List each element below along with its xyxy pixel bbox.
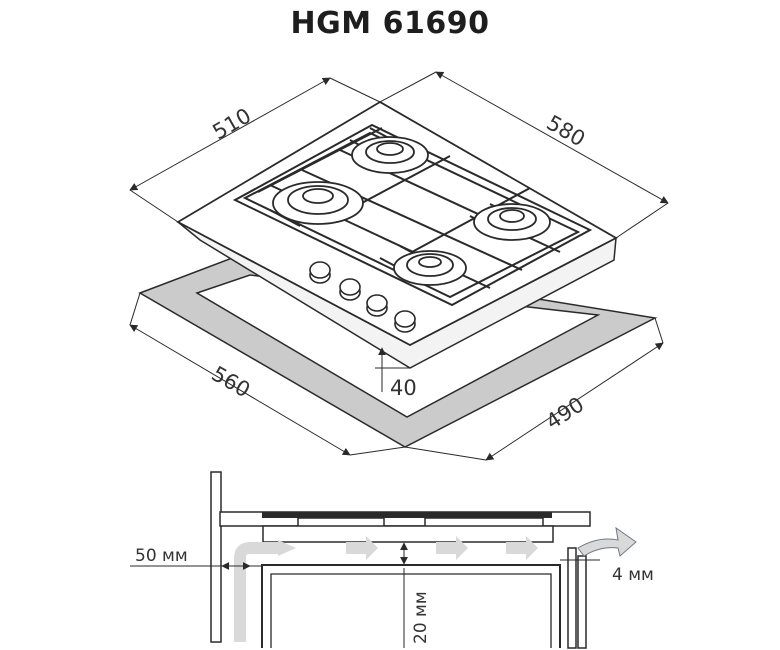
oven-outline [261,564,561,648]
exhaust-arrow [577,526,637,557]
diagram-title: HGM 61690 [290,6,490,41]
cutout-width-label: 560 [208,362,255,403]
airflow-arrow [234,542,278,642]
dim-height-label: 40 [390,376,417,400]
side-gap-label: 50 мм [135,546,188,566]
cabinet-wall [210,471,222,643]
burner [272,181,364,225]
isometric-view: 510 580 40 560 490 [129,71,669,461]
burner [351,136,429,174]
burner [473,203,551,241]
cutout-depth-label: 490 [542,392,589,434]
rear-panel [567,547,577,649]
rear-gap-label: 4 мм [612,565,654,585]
dimension-lines [129,71,669,461]
airflow-arrow [346,536,538,560]
section-view: 50 мм 4 мм 20 мм [130,471,654,649]
burner [393,250,467,286]
hob-body-section [262,525,554,543]
bottom-gap-label: 20 мм [411,591,431,644]
section-dimensions [130,542,600,648]
control-knob [339,278,361,301]
hob-glass-section [262,512,552,518]
dim-depth-label: 510 [209,103,256,144]
control-knob [366,294,388,317]
control-knob [309,261,331,284]
control-knob [394,310,416,333]
